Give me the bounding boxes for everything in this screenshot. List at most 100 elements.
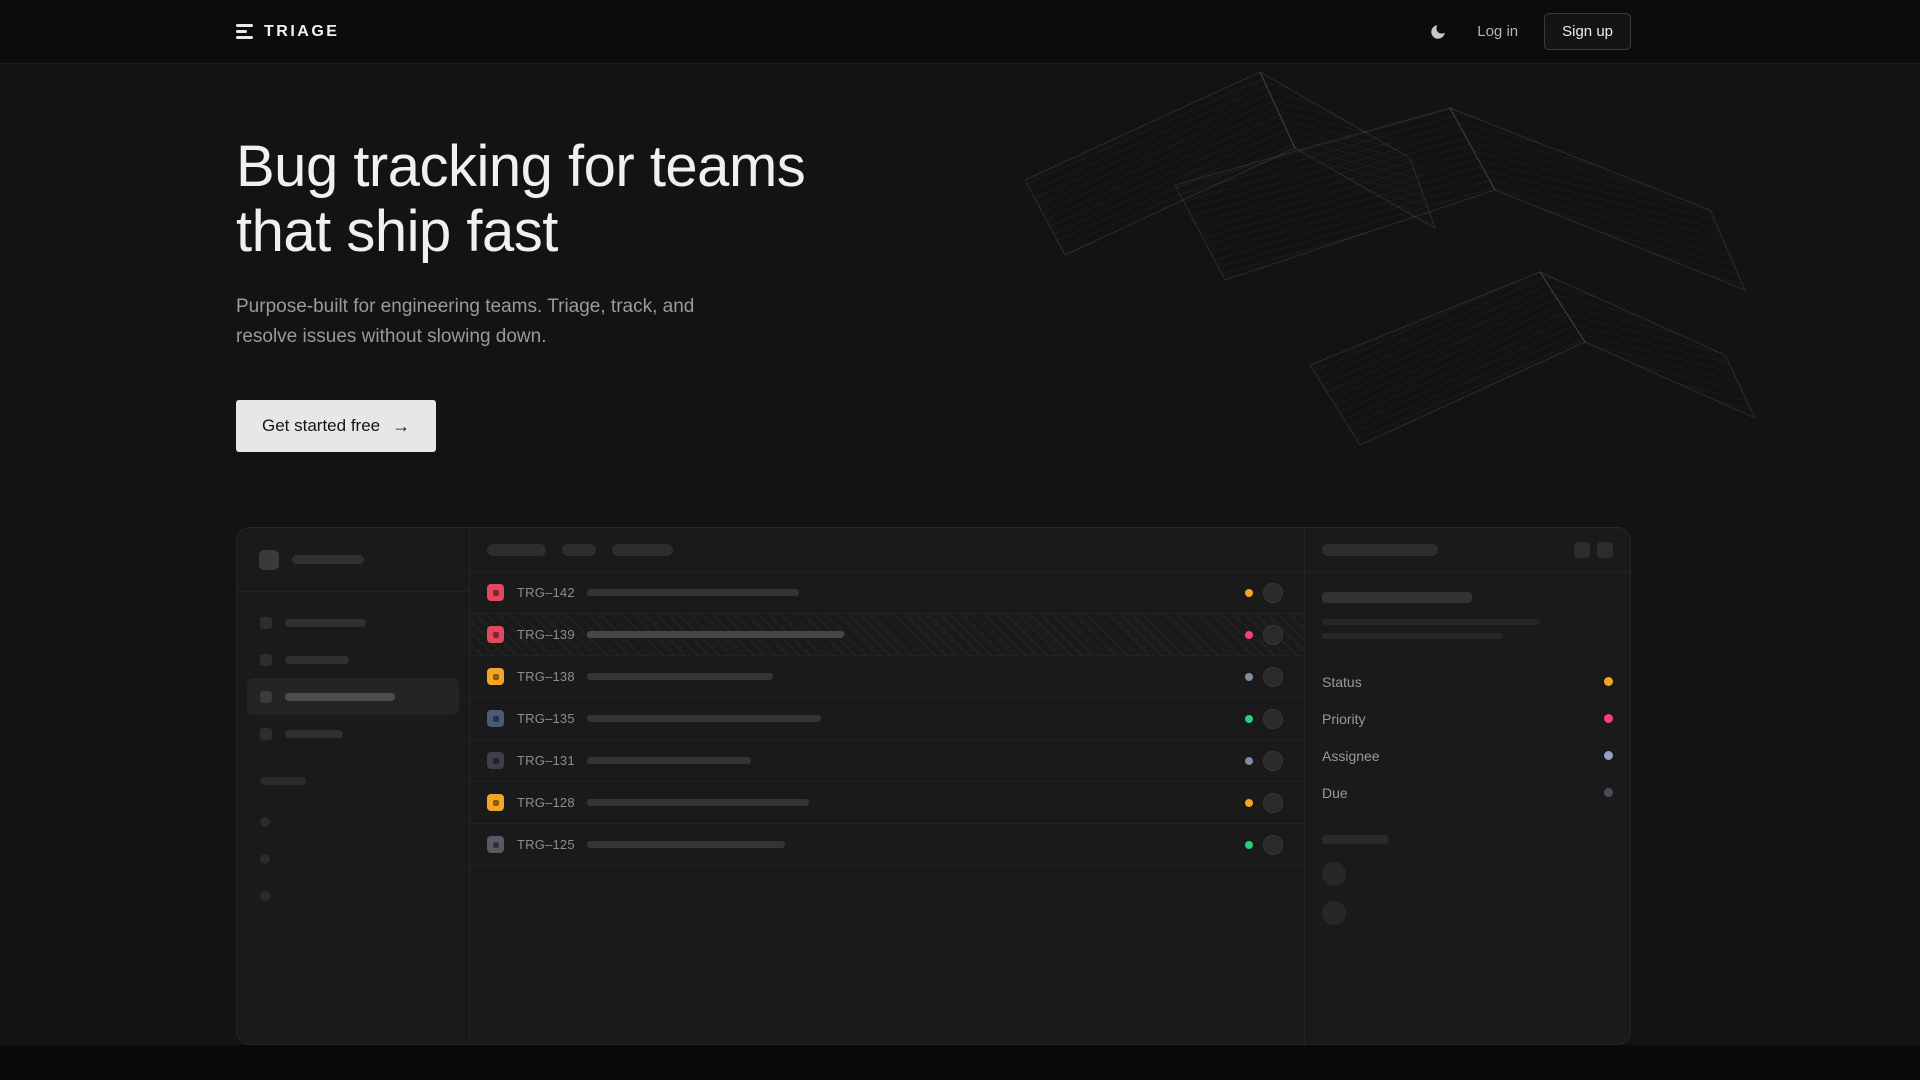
skeleton-pill [1322, 543, 1438, 556]
issue-title-skeleton [587, 841, 785, 848]
issue-title-skeleton [587, 757, 751, 764]
issue-title-skeleton [587, 673, 773, 680]
avatar [1263, 666, 1283, 687]
issue-row: TRG–135 [470, 698, 1304, 740]
issue-id: TRG–128 [517, 795, 575, 810]
sidebar-section-skeleton [260, 772, 446, 790]
detail-field-row: Due [1322, 774, 1613, 811]
mockup-sidebar-items [237, 592, 469, 752]
mockup-sidebar-header [237, 528, 469, 592]
issue-id: TRG–142 [517, 585, 575, 600]
panel-action-icon [1597, 541, 1613, 558]
app-mockup: TRG–142 TRG–139 TRG–138 TRG–135 [236, 527, 1631, 1045]
hero-title-line1: Bug tracking for teams [236, 134, 806, 199]
avatar [1263, 834, 1283, 855]
issue-row-meta [1245, 582, 1283, 603]
get-started-button[interactable]: Get started free → [236, 400, 437, 452]
panel-action-icon [1574, 541, 1590, 558]
moon-icon [1431, 24, 1445, 39]
sidebar-item-skeleton [247, 604, 459, 641]
issue-id: TRG–131 [517, 753, 575, 768]
skeleton-pill [562, 543, 596, 556]
sidebar-dot [260, 854, 270, 864]
nav-actions: Log in Sign up [1425, 13, 1631, 50]
skeleton-bar [285, 729, 343, 738]
activity-avatar [1322, 862, 1346, 886]
status-dot [1245, 798, 1253, 807]
skeleton-line [1322, 633, 1503, 639]
detail-field-value-dot [1604, 677, 1613, 686]
detail-toolbar-actions [1574, 541, 1613, 558]
theme-toggle-button[interactable] [1425, 19, 1451, 45]
issue-title-skeleton [587, 715, 821, 722]
issue-type-icon [487, 794, 504, 811]
issue-type-icon [487, 752, 504, 769]
issue-row: TRG–142 [470, 572, 1304, 614]
issue-type-icon [487, 836, 504, 853]
avatar [1263, 582, 1283, 603]
avatar [1263, 708, 1283, 729]
sidebar-dot [260, 817, 270, 827]
issue-row: TRG–131 [470, 740, 1304, 782]
status-dot [1245, 840, 1253, 849]
issue-row-meta [1245, 750, 1283, 771]
status-dot [1245, 630, 1253, 639]
signup-button[interactable]: Sign up [1544, 13, 1631, 50]
footer [0, 1045, 1920, 1080]
brand-name: TRIAGE [264, 22, 340, 40]
issue-id: TRG–135 [517, 711, 575, 726]
brand[interactable]: TRIAGE [236, 23, 339, 41]
detail-toolbar [1305, 528, 1630, 572]
issue-title-skeleton [587, 799, 809, 806]
mockup-sidebar [237, 528, 470, 1044]
detail-field-row: Assignee [1322, 737, 1613, 774]
issue-type-icon [487, 626, 504, 643]
get-started-label: Get started free [262, 416, 381, 435]
detail-field-value-dot [1604, 788, 1613, 797]
activity-avatar [1322, 901, 1346, 925]
detail-field-label: Assignee [1322, 747, 1380, 764]
issue-type-icon [487, 584, 504, 601]
status-dot [1245, 672, 1253, 681]
avatar [1263, 792, 1283, 813]
detail-field-value-dot [1604, 751, 1613, 760]
issue-row-meta [1245, 708, 1283, 729]
skeleton-bar [260, 777, 306, 785]
sidebar-item-icon [260, 653, 272, 666]
issue-row: TRG–139 [470, 614, 1304, 656]
detail-field-label: Due [1322, 784, 1348, 801]
issue-title-skeleton [587, 631, 844, 638]
sidebar-item-skeleton [247, 715, 459, 752]
avatar [1263, 750, 1283, 771]
hero-subtitle-line1: Purpose-built for engineering teams. Tri… [236, 296, 695, 317]
workspace-icon [259, 549, 279, 570]
skeleton-bar [292, 555, 364, 564]
issue-id: TRG–138 [517, 669, 575, 684]
detail-body: Status Priority Assignee Due [1305, 572, 1630, 960]
skeleton-bar [285, 692, 395, 701]
detail-field-row: Status [1322, 663, 1613, 700]
issue-id: TRG–139 [517, 627, 575, 642]
status-dot [1245, 588, 1253, 597]
arrow-right-icon: → [392, 416, 411, 436]
issue-row-meta [1245, 666, 1283, 687]
sidebar-item-icon [260, 727, 272, 740]
issue-title-skeleton [587, 589, 799, 596]
skeleton-bar [285, 618, 366, 627]
mockup-detail-panel: Status Priority Assignee Due [1304, 528, 1630, 1044]
hero-section: Bug tracking for teams that ship fast Pu… [236, 64, 1631, 452]
issue-row-meta [1245, 792, 1283, 813]
login-link[interactable]: Log in [1477, 23, 1519, 40]
skeleton-line [1322, 619, 1540, 625]
navbar: TRIAGE Log in Sign up [0, 0, 1920, 64]
issue-row: TRG–125 [470, 824, 1304, 866]
hero-subtitle: Purpose-built for engineering teams. Tri… [236, 292, 1631, 352]
skeleton-bar [285, 655, 349, 664]
issue-rows: TRG–142 TRG–139 TRG–138 TRG–135 [470, 572, 1304, 866]
avatar [1263, 624, 1283, 645]
detail-fields: Status Priority Assignee Due [1322, 663, 1613, 811]
issue-type-icon [487, 668, 504, 685]
issue-row: TRG–128 [470, 782, 1304, 824]
main-content: Bug tracking for teams that ship fast Pu… [0, 64, 1920, 1045]
detail-field-value-dot [1604, 714, 1613, 723]
